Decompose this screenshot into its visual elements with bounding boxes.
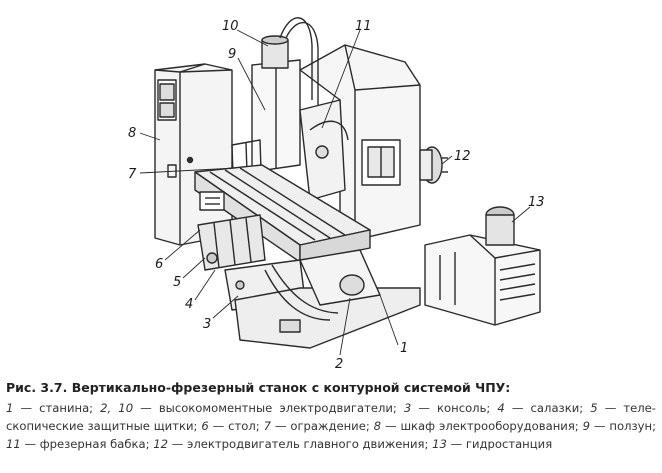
- legend-description: — салазки;: [504, 401, 591, 415]
- figure-caption: Рис. 3.7. Вертикально-фрезерный станок с…: [6, 380, 656, 453]
- callout-5: 5: [173, 275, 181, 290]
- legend-description: — электродвигатель главного движения;: [168, 437, 433, 451]
- legend-description: — ограждение;: [270, 419, 374, 433]
- legend-number: 8: [373, 419, 382, 433]
- legend-number: 4: [497, 401, 505, 415]
- legend-number: 12: [153, 437, 169, 451]
- callout-11: 11: [355, 19, 372, 34]
- legend-number: 1: [6, 401, 14, 415]
- caption-title: Рис. 3.7. Вертикально-фрезерный станок с…: [6, 380, 656, 395]
- legend-number: 11: [6, 437, 21, 451]
- legend-description: — стол;: [208, 419, 264, 433]
- legend-number: 13: [432, 437, 447, 451]
- milling-machine-drawing: 1 2 3 4 5 6 7 8 9 10 11 12 13: [128, 17, 545, 372]
- legend-description: — гидростанция: [446, 437, 553, 451]
- ram-and-motor: [251, 17, 319, 173]
- legend-number: 6: [201, 419, 209, 433]
- milling-head: [299, 99, 349, 201]
- callout-10: 10: [222, 19, 239, 34]
- main-drive-motor: [419, 146, 448, 184]
- legend-number: 3: [403, 401, 412, 415]
- caption-title-text: Вертикально-фрезерный станок с контурной…: [71, 380, 511, 395]
- legend-description: — консоль;: [411, 401, 498, 415]
- callout-12: 12: [454, 149, 471, 164]
- callout-6: 6: [155, 257, 163, 272]
- legend-description: — фрезерная бабка;: [20, 437, 154, 451]
- legend-number: 7: [263, 419, 271, 433]
- base-and-servo-motor: [234, 249, 421, 349]
- callout-labels: 1 2 3 4 5 6 7 8 9 10 11 12 13: [128, 19, 545, 372]
- legend-description: — высокомоментные электродвигатели;: [133, 401, 404, 415]
- legend-description: — шкаф электрооборудования;: [381, 419, 583, 433]
- callout-1: 1: [400, 341, 408, 356]
- callout-13: 13: [528, 195, 545, 210]
- callout-4: 4: [185, 297, 193, 312]
- legend-number: 2, 10: [100, 401, 134, 415]
- legend-number: 5: [590, 401, 598, 415]
- caption-label: Рис. 3.7.: [6, 380, 68, 395]
- callout-9: 9: [228, 47, 236, 62]
- hydraulic-station: [424, 206, 541, 326]
- legend: 1 — станина; 2, 10 — высокомоментные эле…: [6, 399, 656, 453]
- legend-description: — теле-скопические защитные щитки;: [6, 401, 656, 433]
- legend-description: — ползун;: [590, 419, 656, 433]
- callout-8: 8: [128, 126, 136, 141]
- legend-description: — станина;: [13, 401, 101, 415]
- callout-7: 7: [128, 167, 137, 182]
- electrical-cabinet: [154, 63, 233, 246]
- leader-lines: [139, 29, 531, 356]
- callout-2: 2: [335, 357, 343, 372]
- callout-3: 3: [203, 317, 211, 332]
- legend-number: 9: [582, 419, 590, 433]
